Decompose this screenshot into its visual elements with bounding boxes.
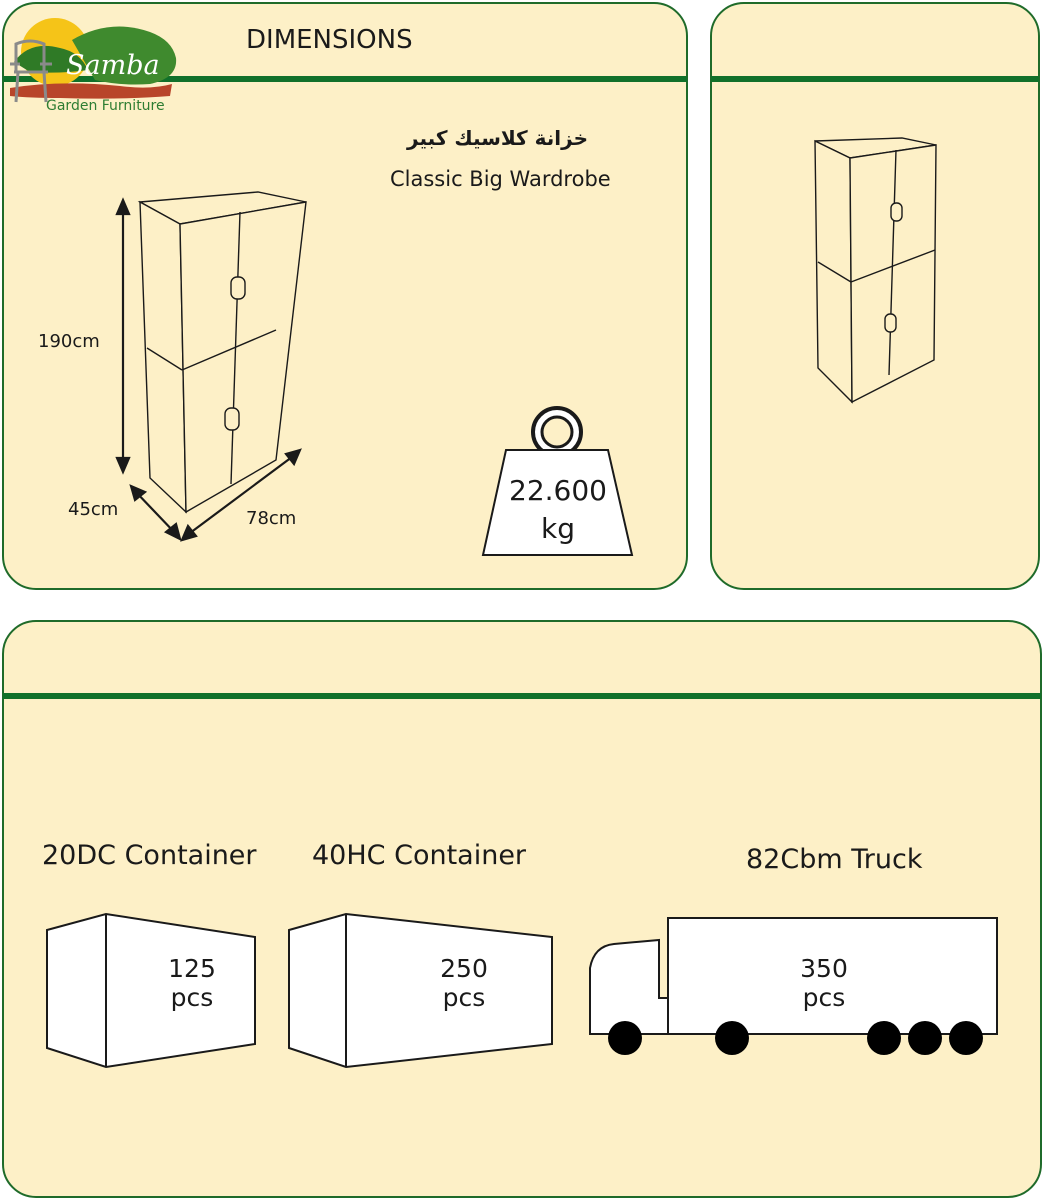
unit-40hc: pcs bbox=[442, 983, 486, 1012]
wardrobe-dimension-drawing bbox=[115, 191, 307, 542]
depth-label: 45cm bbox=[68, 499, 119, 520]
quantity-40hc: 250 bbox=[440, 954, 488, 983]
logo-brand: Samba bbox=[66, 50, 160, 81]
header-bar-product-view bbox=[711, 76, 1039, 82]
caption-20dc-container: 20DC Container bbox=[42, 840, 257, 871]
chair-icon bbox=[10, 39, 52, 103]
quantity-truck: 350 bbox=[800, 954, 848, 983]
caption-40hc-container: 40HC Container bbox=[312, 840, 527, 871]
weight-icon bbox=[481, 406, 634, 556]
container-20dc-icon bbox=[46, 912, 256, 1069]
quantity-20dc: 125 bbox=[168, 954, 216, 983]
weight-unit: kg bbox=[541, 512, 575, 545]
unit-truck: pcs bbox=[802, 983, 846, 1012]
caption-82cbm-truck: 82Cbm Truck bbox=[746, 844, 923, 875]
width-label: 78cm bbox=[246, 508, 297, 529]
logo-tagline: Garden Furniture bbox=[46, 98, 165, 114]
weight-value: 22.600 bbox=[509, 474, 607, 507]
shipping-panel bbox=[2, 620, 1042, 1198]
unit-20dc: pcs bbox=[170, 983, 214, 1012]
container-40hc-icon bbox=[288, 912, 553, 1069]
wardrobe-product-view bbox=[814, 137, 937, 404]
product-name-english: Classic Big Wardrobe bbox=[390, 167, 611, 191]
page-title: DIMENSIONS bbox=[246, 25, 413, 55]
samba-logo bbox=[10, 18, 177, 103]
product-name-arabic: خزانة كلاسيك كبير bbox=[407, 126, 588, 150]
truck-icon bbox=[589, 917, 998, 1055]
header-bar-dimensions bbox=[3, 76, 687, 82]
wardrobe-front bbox=[179, 201, 307, 514]
dimension-arrows bbox=[115, 197, 302, 542]
height-label: 190cm bbox=[38, 331, 100, 352]
header-bar-shipping bbox=[3, 693, 1041, 699]
